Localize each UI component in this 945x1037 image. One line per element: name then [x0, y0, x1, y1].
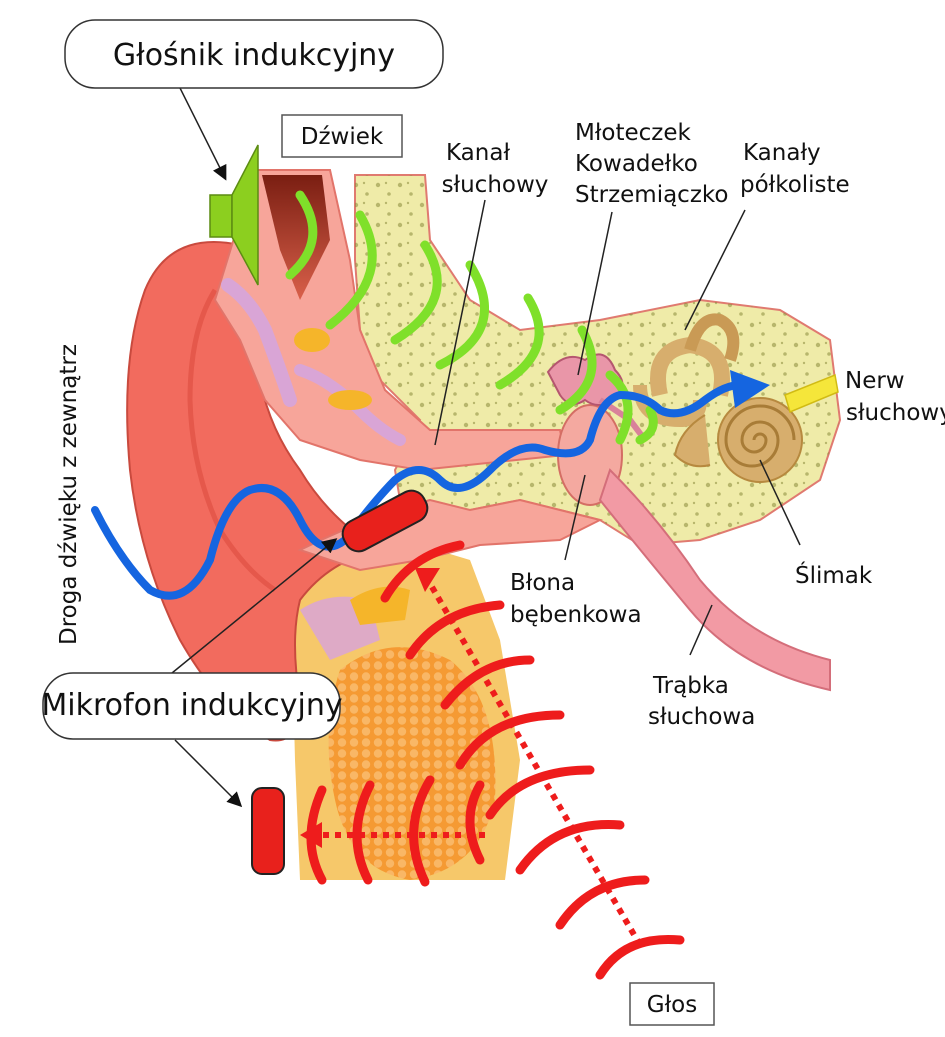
- cochlea-label: Ślimak: [795, 561, 873, 589]
- mic-callout: Mikrofon indukcyjny: [41, 672, 343, 740]
- speaker-title: Głośnik indukcyjny: [113, 38, 395, 73]
- inner-ear: [633, 313, 803, 483]
- blue-sound-path: [91, 370, 770, 600]
- tube-label-2: słuchowa: [648, 704, 755, 730]
- voice-label: Głos: [647, 992, 697, 1018]
- eardrum-label-2: bębenkowa: [510, 602, 642, 628]
- induction-microphone-icon: [251, 787, 285, 875]
- auditory-nerve: [784, 373, 839, 414]
- mic-title: Mikrofon indukcyjny: [41, 688, 342, 723]
- ear-canal-label-1: Kanał: [446, 140, 510, 166]
- nerve-label-2: słuchowy: [846, 400, 945, 426]
- sound-box: Dźwiek: [281, 114, 403, 158]
- speaker-icon: [209, 144, 259, 286]
- outward-path-label: Droga dźwięku z zewnątrz: [56, 344, 82, 645]
- lower-tissue: [290, 540, 520, 880]
- microphone-icon: [341, 489, 429, 553]
- ear-canal-label-2: słuchowy: [442, 172, 549, 198]
- nerve-label-1: Nerw: [845, 368, 905, 394]
- eustachian-tube: [598, 468, 831, 692]
- speaker-callout: Głośnik indukcyjny: [64, 19, 444, 89]
- tube-label-1: Trąbka: [652, 673, 729, 699]
- ossicles-label-1: Młoteczek: [575, 120, 691, 146]
- leader-lines: [171, 87, 801, 808]
- sound-label: Dźwiek: [301, 124, 384, 150]
- voice-box: Głos: [629, 982, 715, 1026]
- red-voice-waves: [306, 540, 685, 980]
- eardrum-label-1: Błona: [510, 570, 575, 596]
- canals-label-1: Kanały: [743, 140, 821, 166]
- green-sound-waves: [285, 190, 658, 445]
- canals-label-2: półkoliste: [740, 172, 850, 198]
- ossicles-label-3: Strzemiączko: [575, 182, 728, 208]
- ossicles-label-2: Kowadełko: [575, 151, 698, 177]
